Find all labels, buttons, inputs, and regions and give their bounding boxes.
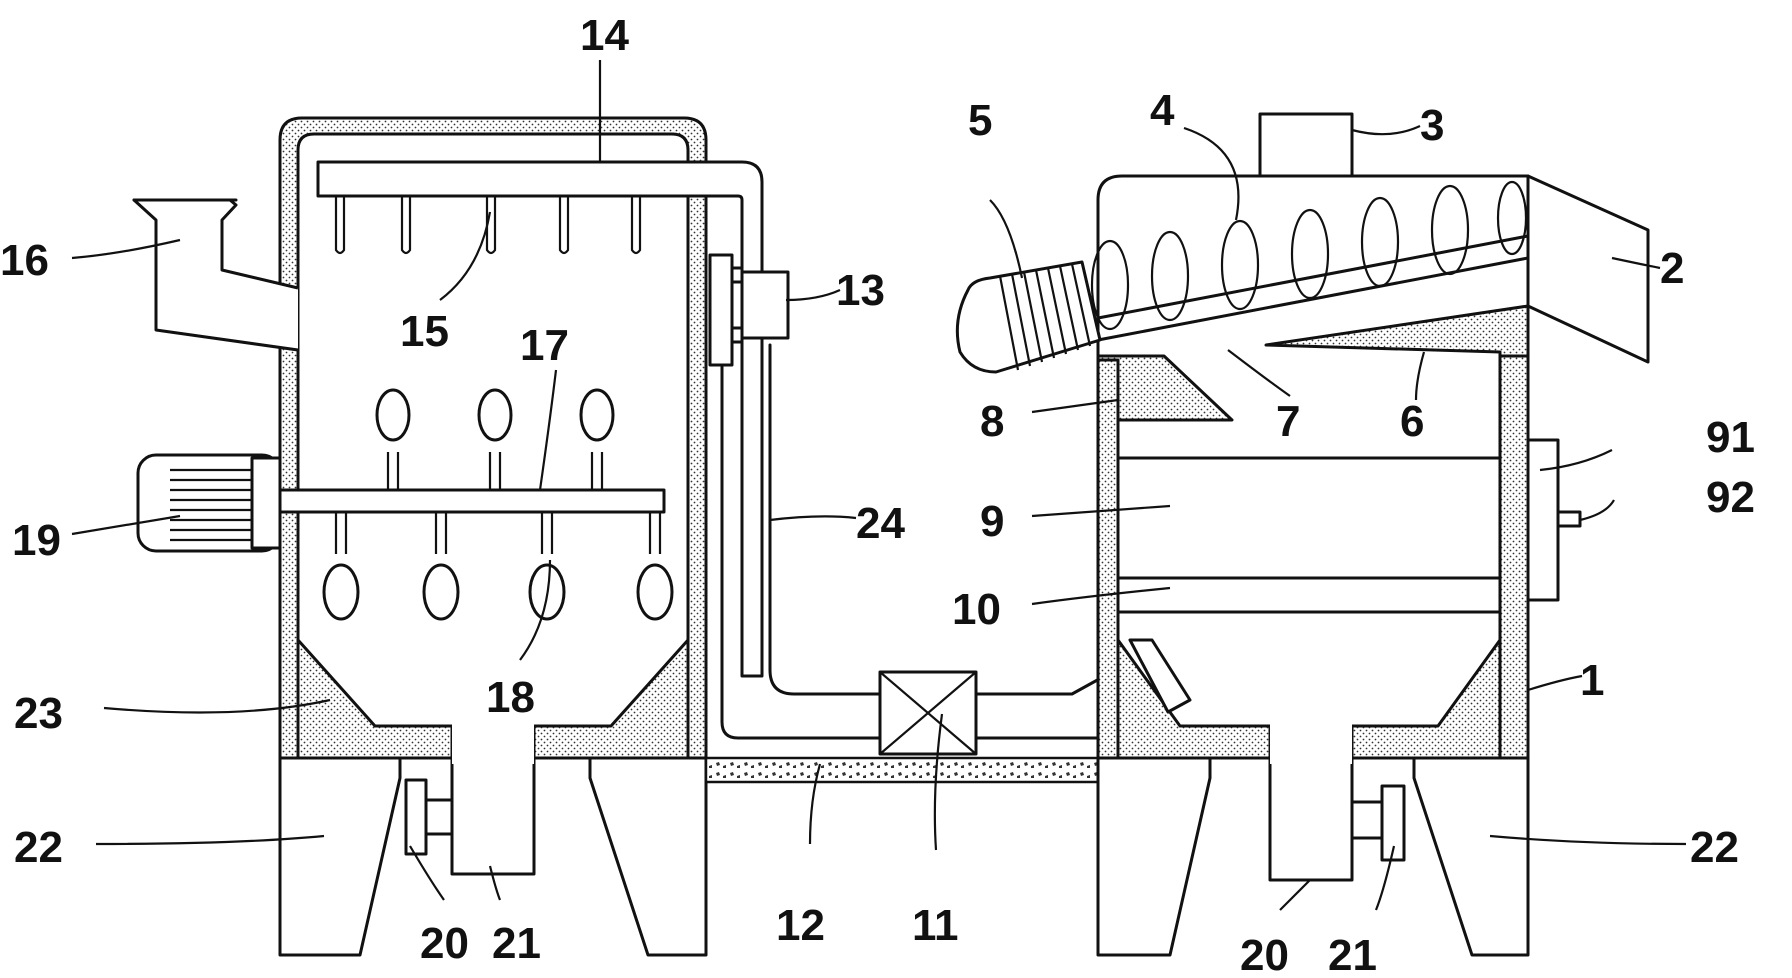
feed-hopper-2 [1526, 174, 1650, 364]
spray-pipe-14 [316, 160, 764, 678]
label-24: 24 [856, 499, 905, 548]
label-2: 2 [1660, 244, 1684, 293]
gravel-base-12 [704, 756, 1100, 784]
label-15: 15 [400, 307, 449, 356]
label-6: 6 [1400, 397, 1424, 446]
paddles-18-bottom [322, 512, 674, 621]
right-tank-1 [1096, 112, 1650, 957]
label-92: 92 [1706, 473, 1755, 522]
top-box-3 [1258, 112, 1354, 178]
left-leg-outer [278, 756, 402, 957]
label-14: 14 [580, 11, 629, 60]
agitator-motor-19 [136, 453, 282, 553]
label-23: 23 [14, 689, 63, 738]
leader-lines [71, 60, 1687, 911]
agitator-17 [278, 388, 674, 621]
side-outlet-pipe [1128, 638, 1192, 714]
part-labels: 1 2 3 4 5 6 7 8 9 10 11 12 13 14 15 16 1… [0, 11, 1755, 978]
label-21-left: 21 [492, 919, 541, 968]
side-box-91 [1526, 438, 1560, 602]
label-91: 91 [1706, 413, 1755, 462]
label-22-right: 22 [1690, 823, 1739, 872]
label-18: 18 [486, 673, 535, 722]
motor-5 [955, 260, 1102, 374]
left-valve [404, 778, 428, 856]
right-leg-inner [1096, 756, 1212, 957]
left-tank [278, 116, 708, 957]
left-tank-chamber [296, 132, 690, 760]
label-17: 17 [520, 321, 569, 370]
label-7: 7 [1276, 397, 1300, 446]
label-1: 1 [1580, 656, 1604, 705]
pipe-24 [720, 363, 882, 740]
right-tank-wall-left [1096, 358, 1120, 760]
label-5: 5 [968, 96, 992, 145]
label-13: 13 [836, 266, 885, 315]
filter-10 [1116, 576, 1502, 614]
label-21-right: 21 [1328, 931, 1377, 978]
label-4: 4 [1150, 86, 1175, 135]
label-11: 11 [912, 901, 959, 950]
label-20-right: 20 [1240, 931, 1289, 978]
valve-11 [878, 670, 978, 756]
label-16: 16 [0, 236, 49, 285]
handle-92 [1556, 510, 1582, 528]
right-leg-outer [1412, 756, 1530, 957]
pump-13 [708, 253, 790, 367]
paddles-18-top [375, 388, 615, 490]
label-19: 19 [12, 516, 61, 565]
label-9: 9 [980, 497, 1004, 546]
label-10: 10 [952, 585, 1001, 634]
left-leg-inner [588, 756, 708, 957]
label-22-left: 22 [14, 823, 63, 872]
inlet-funnel-16 [132, 198, 299, 352]
right-valve [1350, 800, 1384, 840]
label-3: 3 [1420, 101, 1444, 150]
label-20-left: 20 [420, 919, 469, 968]
label-8: 8 [980, 397, 1004, 446]
nozzles-15 [334, 196, 642, 255]
label-12: 12 [776, 901, 825, 950]
baffle-6 [1264, 304, 1530, 358]
screw-conveyor-4 [1090, 180, 1530, 342]
right-tank-wall-right [1498, 354, 1530, 760]
